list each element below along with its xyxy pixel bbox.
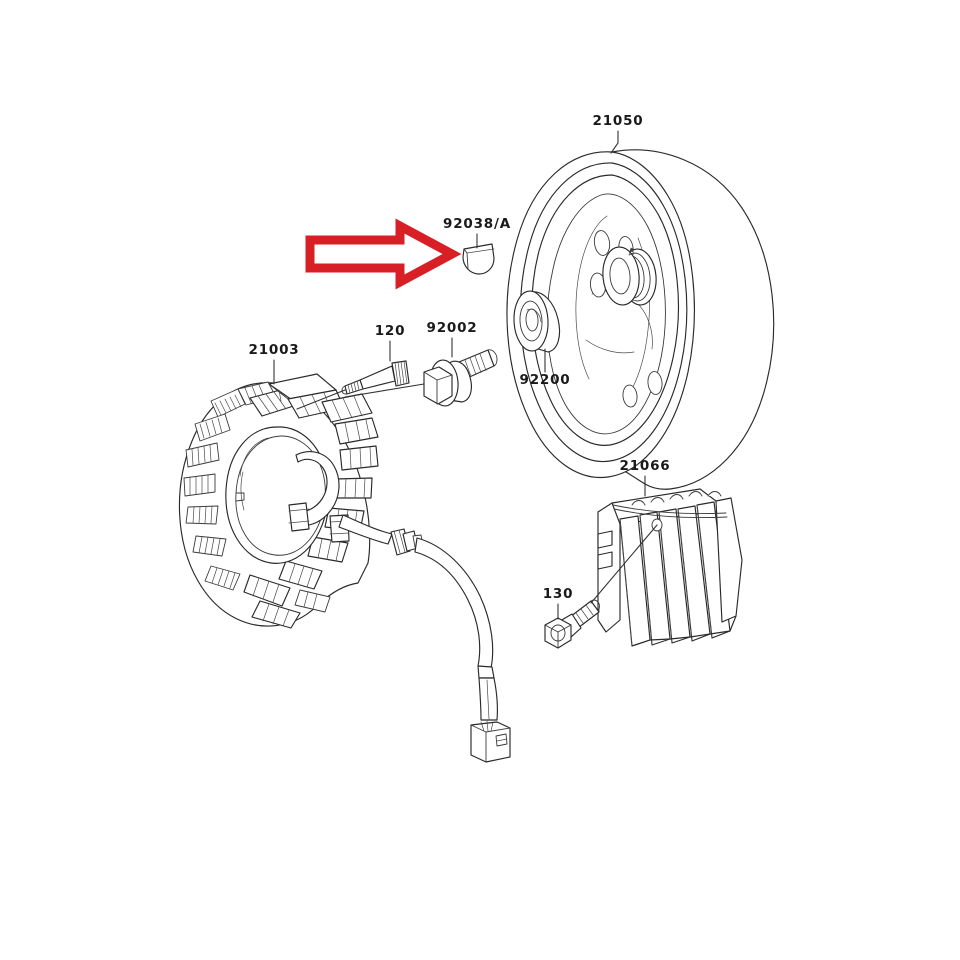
part-stator-21003[interactable] [178, 373, 393, 629]
heat-sink-fins [619, 497, 743, 647]
stator-pole-blocks-top [237, 373, 379, 629]
part-mounting-bolt-130[interactable] [544, 599, 600, 649]
label-92200: 92200 [520, 372, 571, 388]
stator-wire-harness [390, 528, 511, 763]
leader-21050 [610, 130, 619, 154]
part-woodruff-key-92038A[interactable] [462, 243, 495, 275]
leader-120-to-stator [296, 389, 346, 410]
red-arrow-pointer [305, 218, 462, 290]
label-92002: 92002 [427, 320, 478, 336]
leader-130-to-regulator [590, 524, 658, 604]
part-number-labels: 21050 92038/A 92200 92002 120 21003 2106… [249, 113, 671, 602]
label-21066: 21066 [620, 458, 671, 474]
leader-lines [273, 130, 658, 620]
stator-pole-blocks-left [183, 388, 246, 591]
label-21050: 21050 [593, 113, 644, 129]
part-washer-92200[interactable] [512, 290, 561, 353]
label-130: 130 [543, 586, 574, 602]
leader-92002-to-stator [344, 383, 425, 398]
label-120: 120 [375, 323, 406, 339]
part-flywheel-21050[interactable] [506, 149, 775, 490]
part-flange-bolt-92002[interactable] [423, 349, 498, 407]
part-regulator-rectifier-21066[interactable] [597, 488, 743, 647]
label-92038A: 92038/A [443, 216, 511, 232]
label-21003: 21003 [249, 342, 300, 358]
part-bolt-120[interactable] [341, 360, 410, 395]
